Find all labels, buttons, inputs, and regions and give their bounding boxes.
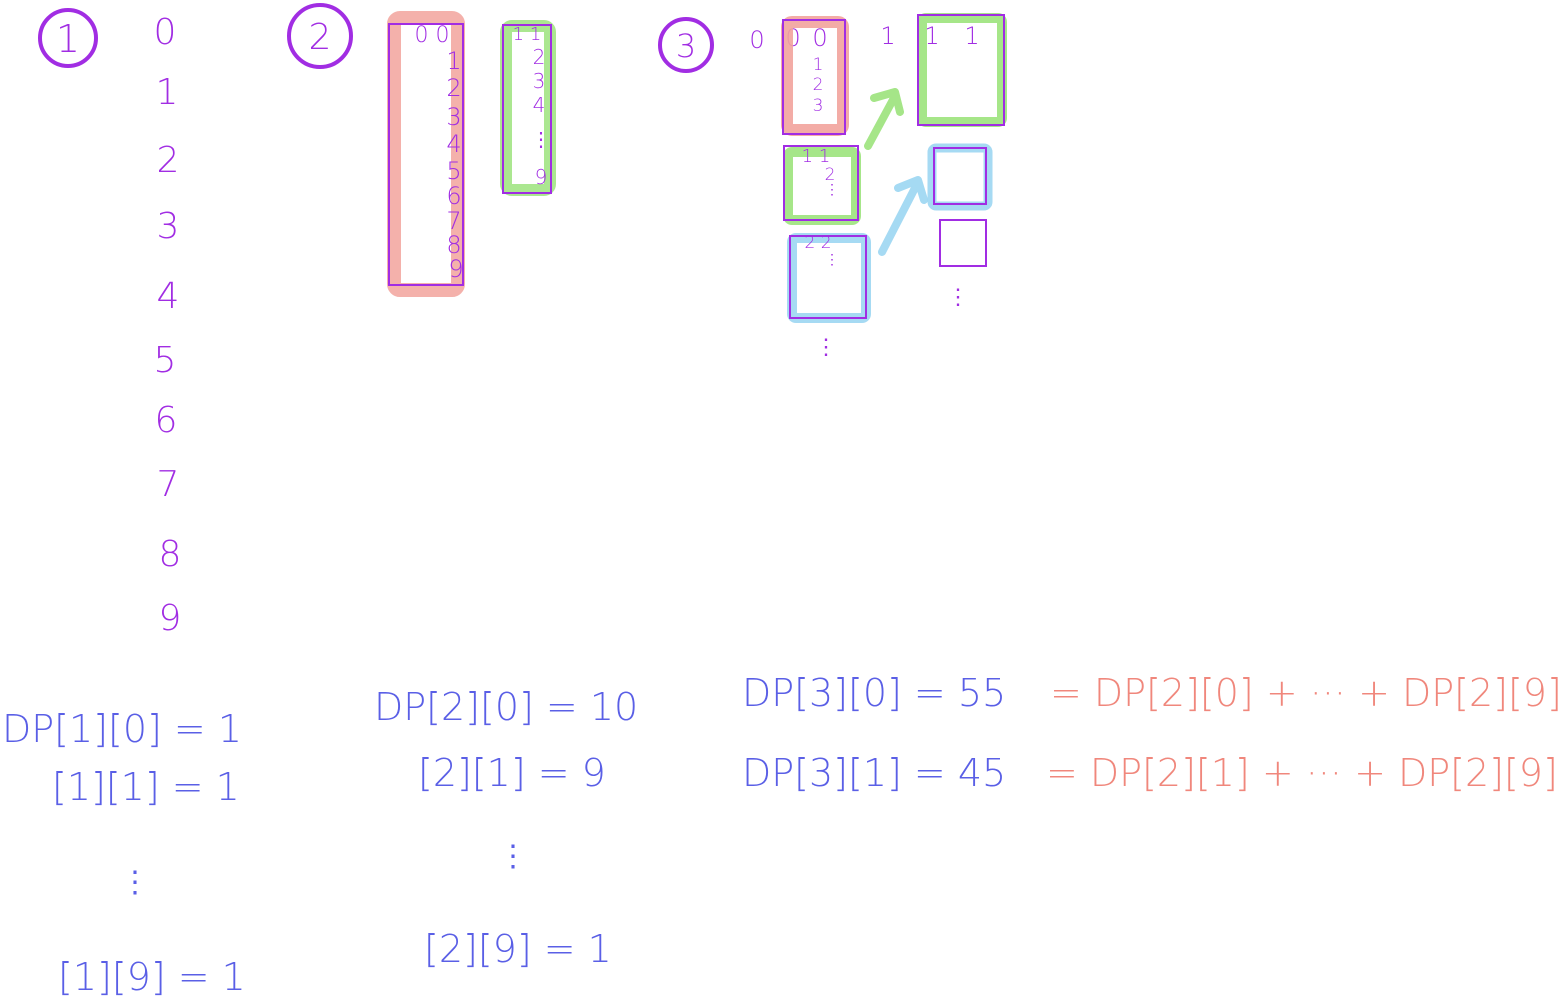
top-row-value: 0 xyxy=(812,24,827,52)
section-1-badge xyxy=(38,8,98,68)
red-box-digit: 3 xyxy=(813,96,824,116)
empty-box-right xyxy=(939,219,987,267)
red-box-digits: 1 2 3 xyxy=(813,55,824,116)
equation-dp-1-1: [1][1] = 1 xyxy=(52,765,240,809)
green-ellipsis: ⋮ xyxy=(531,127,551,151)
green-digit-3: 3 xyxy=(533,69,546,93)
section-2-badge-number: 2 xyxy=(309,17,332,58)
equation-dp-3-0-rhs: = DP[2][0] + ··· + DP[2][9] xyxy=(1050,671,1562,715)
red-column-digits: 1 2 3 4 5 6 7 8 9 xyxy=(446,47,463,283)
equation-dp-2-0: DP[2][0] = 10 xyxy=(374,685,638,729)
digit-6: 6 xyxy=(155,400,178,441)
blue-arrow xyxy=(878,176,928,256)
section-1-badge-number: 1 xyxy=(56,17,80,61)
top-row-value: 1 xyxy=(964,22,979,50)
equation-dp-3-1-lhs: DP[3][1] = 45 xyxy=(742,751,1006,795)
equation-ellipsis: ⋮ xyxy=(498,839,528,874)
green-column-digits: 2 3 4 ⋮ 9 xyxy=(531,45,551,189)
blue-box-ellipsis: ⋮ xyxy=(825,252,839,268)
red-digit-6: 6 xyxy=(446,182,461,210)
green-digit-2: 2 xyxy=(533,45,546,69)
red-box-digit: 2 xyxy=(813,75,824,95)
equation-dp-2-9: [2][9] = 1 xyxy=(424,927,612,971)
section-1-digit-column: 0 1 2 3 4 5 6 7 8 9 xyxy=(154,12,182,639)
blue-box-top: 2 2 xyxy=(804,233,831,253)
equation-dp-2-1: [2][1] = 9 xyxy=(418,751,606,795)
green-highlight-box-right xyxy=(917,13,1007,127)
red-column-top: 0 0 xyxy=(415,23,450,48)
blue-box xyxy=(789,235,867,319)
section-3-equations: DP[3][0] = 55 = DP[2][0] + ··· + DP[2][9… xyxy=(742,671,1562,795)
green-box xyxy=(783,145,859,221)
green-arrow xyxy=(864,88,904,150)
right-column-ellipsis: ⋮ xyxy=(947,285,969,310)
digit-9: 9 xyxy=(159,598,182,639)
digit-1: 1 xyxy=(156,72,179,113)
digit-5: 5 xyxy=(154,340,177,381)
green-box-right xyxy=(917,14,1005,126)
section-3-badge-number: 3 xyxy=(676,27,696,65)
red-box-digit: 1 xyxy=(813,55,824,75)
section-1-equations: DP[1][0] = 1 [1][1] = 1 ⋮ [1][9] = 1 xyxy=(2,707,246,999)
digit-8: 8 xyxy=(159,534,182,575)
red-digit-1: 1 xyxy=(446,47,461,75)
red-column-box xyxy=(388,23,464,286)
red-digit-5: 5 xyxy=(446,157,461,185)
red-digit-4: 4 xyxy=(446,130,461,158)
section-3-badge xyxy=(658,17,714,73)
equation-dp-3-1-rhs: = DP[2][1] + ··· + DP[2][9] xyxy=(1046,751,1558,795)
green-column-top: 1 1 xyxy=(513,24,542,45)
green-box-ellipsis: ⋮ xyxy=(825,182,839,198)
section-3: 3 0 0 0 1 1 1 1 2 3 1 1 2 ⋮ 2 2 ⋮ ⋮ xyxy=(658,13,1562,795)
top-row-value: 1 xyxy=(924,22,939,50)
equation-ellipsis: ⋮ xyxy=(120,865,150,900)
section-2-equations: DP[2][0] = 10 [2][1] = 9 ⋮ [2][9] = 1 xyxy=(374,685,638,971)
red-digit-7: 7 xyxy=(446,207,461,235)
digit-2: 2 xyxy=(157,140,180,181)
green-box-top: 1 1 xyxy=(802,146,831,167)
section-1: 1 0 1 2 3 4 5 6 7 8 9 DP[1][0] = 1 [1][1… xyxy=(2,8,246,999)
red-box xyxy=(782,19,846,135)
digit-0: 0 xyxy=(154,12,177,53)
equation-dp-1-0: DP[1][0] = 1 xyxy=(2,707,242,751)
equation-dp-1-9: [1][9] = 1 xyxy=(58,955,246,999)
blue-box-right xyxy=(933,147,987,205)
digit-4: 4 xyxy=(157,276,180,317)
section-2-badge xyxy=(287,3,353,69)
green-digit-9: 9 xyxy=(535,165,548,189)
red-digit-2: 2 xyxy=(446,74,461,102)
red-highlight-box xyxy=(781,16,849,136)
green-digit-4: 4 xyxy=(533,93,546,117)
top-row-value: 1 xyxy=(880,22,895,50)
section-2: 2 0 0 1 2 3 4 5 6 7 8 9 1 1 2 3 4 ⋮ 9 DP… xyxy=(287,3,638,971)
green-box-digit: 2 xyxy=(825,165,836,185)
red-digit-8: 8 xyxy=(446,231,461,259)
digit-7: 7 xyxy=(157,464,180,505)
equation-dp-3-0-lhs: DP[3][0] = 55 xyxy=(742,671,1006,715)
red-digit-3: 3 xyxy=(446,103,461,131)
red-digit-9: 9 xyxy=(448,255,463,283)
blue-highlight-box-right xyxy=(927,143,993,211)
red-highlight xyxy=(387,11,465,297)
digit-3: 3 xyxy=(157,206,180,247)
green-column-box xyxy=(502,24,552,194)
top-row-value: 0 xyxy=(749,26,764,54)
left-column-ellipsis: ⋮ xyxy=(815,335,837,360)
